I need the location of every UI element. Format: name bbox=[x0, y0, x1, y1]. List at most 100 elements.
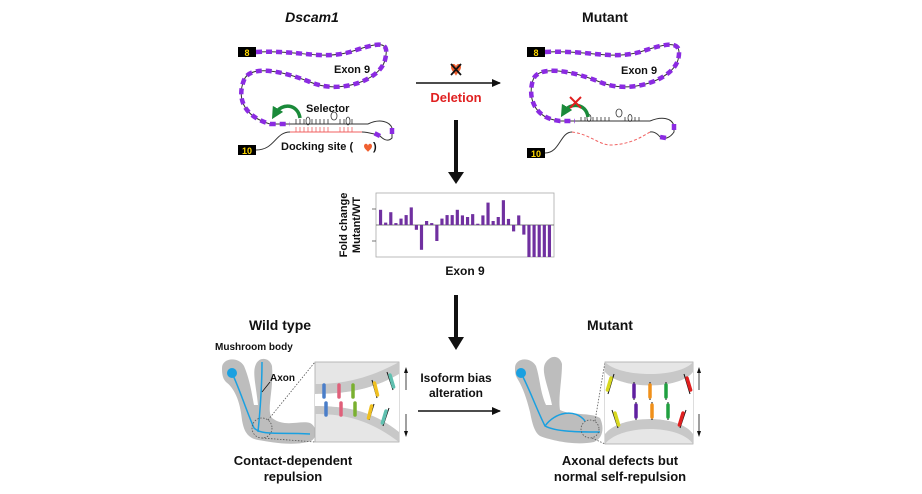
axon-pointer bbox=[261, 381, 271, 393]
chart-bar bbox=[440, 218, 444, 225]
exon9-tail-dashes bbox=[370, 128, 395, 139]
selector-label: Selector bbox=[306, 103, 350, 115]
exon-8-label: 8 bbox=[533, 48, 538, 58]
dscam1-exon9-label: Exon 9 bbox=[334, 64, 370, 76]
exon10-line bbox=[255, 131, 291, 151]
mutant-top-title: Mutant bbox=[582, 9, 628, 25]
chart-bar bbox=[532, 225, 536, 257]
wild-type-panel: Wild type Mushroom body Axon Contact-dep… bbox=[215, 317, 408, 484]
mutant-exon9-label: Exon 9 bbox=[621, 65, 657, 77]
blocked-cross-icon bbox=[569, 96, 582, 109]
zoom-guide-line bbox=[267, 361, 316, 421]
chart-bar bbox=[522, 225, 526, 235]
deletion-label: Deletion bbox=[430, 90, 481, 105]
chart-bar bbox=[501, 200, 505, 225]
chart-bar bbox=[547, 225, 552, 257]
arrowhead bbox=[697, 367, 701, 373]
arrowhead bbox=[404, 431, 408, 437]
chart-bar bbox=[435, 225, 439, 241]
wild-type-title: Wild type bbox=[249, 317, 311, 333]
isoform-domain bbox=[372, 381, 380, 397]
mutant-selector-arrow-icon bbox=[560, 103, 590, 118]
chart-bar bbox=[419, 225, 424, 250]
chart-bar bbox=[512, 225, 516, 232]
fold-change-chart: Exon 9 Fold change Mutant/WT bbox=[338, 192, 555, 278]
wt-membrane-top bbox=[315, 362, 399, 394]
chart-bar bbox=[389, 212, 393, 225]
zoom-guide-line bbox=[594, 361, 606, 422]
mutant-bottom-title: Mutant bbox=[587, 317, 633, 333]
docking-site-label: Docking site ( bbox=[281, 141, 353, 153]
chart-bar bbox=[537, 225, 541, 257]
chart-bar bbox=[496, 217, 500, 225]
mutant-zoom-circle bbox=[580, 419, 600, 439]
exon-10-label: 10 bbox=[531, 149, 541, 159]
wt-isoforms bbox=[322, 371, 396, 427]
isoform-domain bbox=[685, 376, 693, 392]
arrowhead bbox=[404, 367, 408, 373]
mutant-axon-defect bbox=[544, 412, 586, 427]
isoform-domain bbox=[605, 376, 613, 392]
mutant-membrane-top bbox=[605, 362, 693, 386]
intron-tail bbox=[361, 120, 393, 141]
down-arrow-1-head bbox=[448, 172, 464, 184]
chart-bar bbox=[445, 215, 449, 225]
chart-bar bbox=[506, 218, 511, 225]
chart-bar bbox=[404, 215, 408, 225]
axon-label: Axon bbox=[270, 373, 295, 384]
zoom-guide-line bbox=[591, 437, 606, 445]
chart-bar bbox=[476, 223, 480, 225]
cross-icon bbox=[450, 63, 462, 76]
docking-site-stem bbox=[295, 127, 353, 132]
isoform-domain bbox=[380, 409, 388, 425]
chart-bar bbox=[394, 223, 398, 225]
mutant-caption-line2: normal self-repulsion bbox=[554, 469, 686, 484]
mutant-top-panel: Mutant 8 10 Exon 9 bbox=[527, 9, 682, 159]
mutant-caption-line1: Axonal defects but bbox=[562, 453, 679, 468]
docking-site-label-end: ) bbox=[373, 141, 377, 153]
chart-bar bbox=[471, 214, 475, 225]
chart-bar bbox=[460, 215, 465, 225]
exon-10-box bbox=[238, 145, 256, 155]
mutant-exon9-tail-dashes bbox=[659, 124, 677, 141]
chart-bar bbox=[414, 225, 418, 230]
mushroom-body-label: Mushroom body bbox=[215, 342, 293, 353]
mutant-bottom-panel: Mutant Axonal defects but normal self-re… bbox=[515, 317, 701, 484]
mutant-selector-stem bbox=[580, 108, 640, 122]
exon9-dashes bbox=[239, 42, 389, 127]
isoform-domain bbox=[366, 404, 374, 420]
wt-caption-line1: Contact-dependent bbox=[234, 453, 353, 468]
isoform-domain bbox=[677, 411, 685, 427]
mutant-mushroom-body-tissue bbox=[515, 356, 603, 444]
exon-10-label: 10 bbox=[242, 146, 252, 156]
isoform-domain bbox=[613, 411, 621, 427]
dscam1-title: Dscam1 bbox=[285, 9, 339, 25]
chart-xlabel: Exon 9 bbox=[445, 264, 485, 278]
chart-bar bbox=[384, 222, 388, 225]
isoform-domain bbox=[388, 373, 396, 389]
chart-ylabel-line2: Mutant/WT bbox=[351, 197, 363, 253]
exon-8-box bbox=[238, 47, 256, 57]
mutant-gap bbox=[605, 372, 693, 434]
chart-bar bbox=[430, 223, 434, 225]
exon-8-label: 8 bbox=[244, 48, 249, 58]
isoform-bias-arrow: Isoform bias alteration bbox=[418, 371, 501, 415]
selector-stem bbox=[295, 111, 353, 126]
isoform-bias-label-line2: alteration bbox=[429, 386, 483, 400]
exon-10-box bbox=[527, 148, 545, 158]
chart-bar bbox=[378, 209, 383, 225]
chart-bar bbox=[399, 218, 403, 225]
chart-ylabel-line1: Fold change bbox=[338, 193, 350, 258]
axon-branch bbox=[257, 361, 263, 433]
down-arrow-2-head bbox=[448, 337, 464, 350]
heart-icon bbox=[364, 143, 372, 152]
deleted-docking-site-line bbox=[571, 131, 651, 146]
chart-bars bbox=[378, 200, 552, 257]
chart-bar bbox=[409, 207, 413, 225]
isoform-bias-label-line1: Isoform bias bbox=[420, 371, 492, 385]
mutant-membrane-bottom bbox=[605, 419, 693, 444]
wt-membrane-bottom bbox=[315, 406, 399, 442]
wt-caption-line2: repulsion bbox=[264, 469, 323, 484]
chart-bar bbox=[455, 209, 459, 225]
